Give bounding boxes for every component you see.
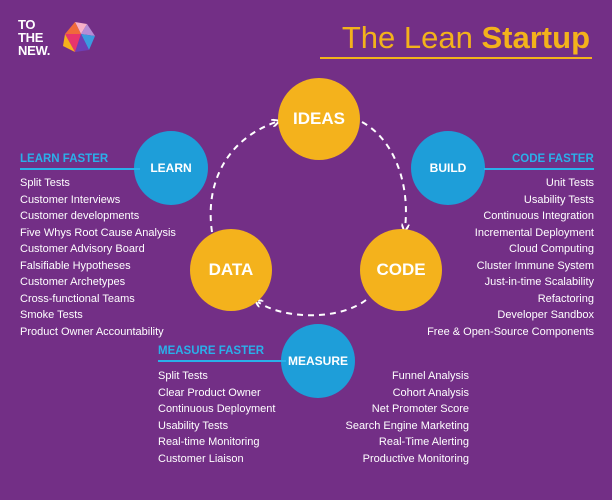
list-item: Continuous Deployment (158, 403, 276, 415)
page-title: The Lean Startup (342, 20, 590, 56)
measure-circle: MEASURE (281, 324, 355, 398)
list-item: Cohort Analysis (392, 386, 469, 399)
list-item: Continuous Integration (483, 210, 594, 222)
list-item: Unit Tests (545, 177, 594, 189)
logo-line-2: THE (18, 30, 44, 45)
list-item: Split Tests (158, 370, 208, 382)
measure-faster-list-right: Funnel Analysis Cohort Analysis Net Prom… (345, 368, 469, 467)
data-circle: DATA (190, 229, 272, 311)
measure-faster-list-left: Split Tests Clear Product Owner Continuo… (158, 368, 275, 467)
list-item: Usability Tests (523, 193, 594, 206)
build-circle: BUILD (411, 131, 485, 205)
list-item: Funnel Analysis (391, 370, 469, 382)
list-item: Productive Monitoring (362, 452, 469, 465)
code-circle: CODE (360, 229, 442, 311)
list-item: Refactoring (537, 292, 594, 305)
logo-line-1: TO (18, 17, 36, 32)
logo-text: TO THE NEW. (18, 18, 50, 57)
list-item: Product Owner Accountability (20, 325, 164, 338)
list-item: Incremental Deployment (474, 226, 594, 239)
list-item: Usability Tests (158, 419, 229, 432)
list-item: Search Engine Marketing (345, 419, 469, 432)
title-bold: Startup (481, 20, 591, 55)
ideas-circle: IDEAS (278, 78, 360, 160)
learn-faster-list: Split Tests Customer Interviews Customer… (20, 175, 176, 340)
code-faster-list: Unit Tests Usability Tests Continuous In… (427, 175, 594, 340)
learn-faster-underline (20, 168, 140, 170)
list-item: Just-in-time Scalability (484, 276, 594, 288)
list-item: Split Tests (20, 177, 70, 189)
list-item: Customer Advisory Board (20, 243, 145, 255)
list-item: Free & Open-Source Components (427, 325, 594, 338)
list-item: Customer developments (20, 210, 140, 222)
logo-line-3: NEW. (18, 43, 51, 58)
logo-mark-icon (63, 22, 95, 52)
list-item: Clear Product Owner (158, 386, 261, 399)
list-item: Net Promoter Score (371, 403, 469, 415)
title-light: The Lean (341, 20, 473, 55)
list-item: Developer Sandbox (497, 309, 594, 321)
list-item: Falsifiable Hypotheses (20, 259, 131, 272)
to-the-new-logo: TO THE NEW. (18, 18, 95, 57)
measure-faster-underline (158, 360, 286, 362)
learn-circle: LEARN (134, 131, 208, 205)
list-item: Customer Archetypes (20, 276, 126, 288)
list-item: Real-time Monitoring (158, 436, 260, 448)
list-item: Smoke Tests (20, 309, 83, 321)
arrow-ideas-to-code (361, 121, 406, 228)
list-item: Five Whys Root Cause Analysis (20, 226, 176, 239)
code-faster-underline (484, 168, 594, 170)
list-item: Customer Liaison (158, 452, 244, 465)
learn-faster-header: LEARN FASTER (20, 153, 109, 165)
list-item: Cluster Immune System (476, 259, 594, 272)
code-faster-header: CODE FASTER (512, 153, 594, 165)
arrow-code-to-data (258, 300, 367, 317)
list-item: Cross-functional Teams (20, 292, 135, 305)
measure-faster-header: MEASURE FASTER (158, 345, 265, 357)
list-item: Cloud Computing (509, 243, 594, 255)
title-underline (320, 57, 592, 59)
list-item: Real-Time Alerting (378, 436, 469, 448)
arrow-data-to-ideas (209, 122, 276, 233)
list-item: Customer Interviews (20, 193, 121, 206)
